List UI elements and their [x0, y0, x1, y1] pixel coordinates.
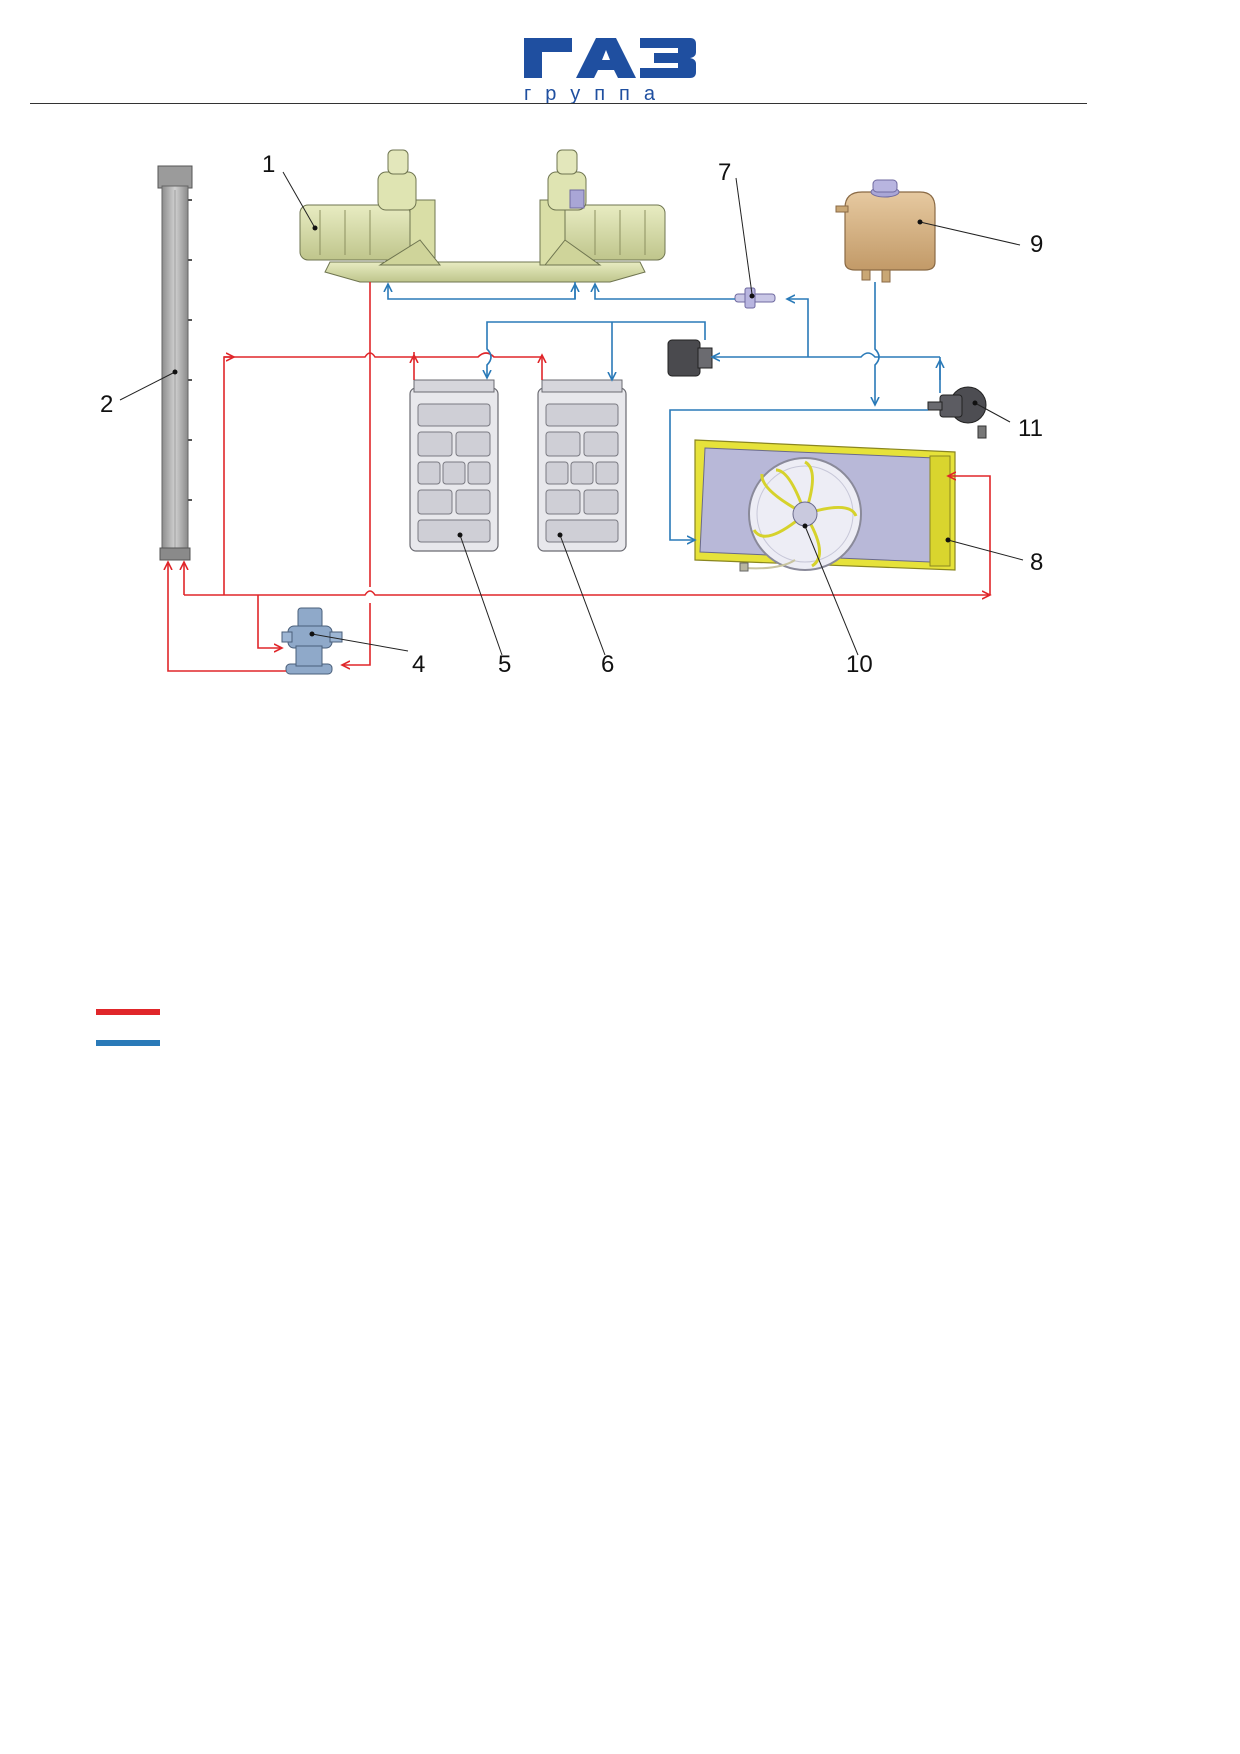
cold-coolant-lines — [388, 282, 940, 540]
callout-11: 11 — [1018, 415, 1043, 442]
component-6-controller — [537, 379, 627, 552]
callout-4: 4 — [412, 651, 425, 678]
logo-letter-z — [640, 38, 696, 78]
component-4-valve — [281, 607, 343, 675]
callout-8: 8 — [1030, 549, 1043, 576]
component-5-controller — [409, 379, 499, 552]
logo-subtitle: группа — [524, 83, 669, 104]
component-2-heater-tube — [157, 165, 193, 561]
logo-letter-g — [524, 38, 572, 78]
component-11-pump — [927, 386, 987, 439]
component-10-fan — [739, 457, 862, 572]
header-divider — [30, 103, 1087, 104]
callout-6: 6 — [601, 651, 614, 678]
component-9-expansion-tank — [835, 179, 936, 283]
component-1-drive-axle — [299, 149, 666, 283]
callout-leaders — [119, 171, 1024, 656]
callout-2: 2 — [100, 391, 113, 418]
callout-5: 5 — [498, 651, 511, 678]
callout-9: 9 — [1030, 231, 1043, 258]
component-7-sensor — [734, 287, 776, 309]
logo-letter-a — [576, 38, 636, 78]
gaz-group-logo: группа — [524, 38, 696, 104]
hot-coolant-lines — [168, 282, 990, 672]
legend — [96, 1009, 160, 1046]
coolant-pump-left — [667, 339, 713, 377]
callout-10: 10 — [846, 651, 873, 678]
callout-1: 1 — [262, 151, 275, 178]
callout-7: 7 — [718, 159, 731, 186]
